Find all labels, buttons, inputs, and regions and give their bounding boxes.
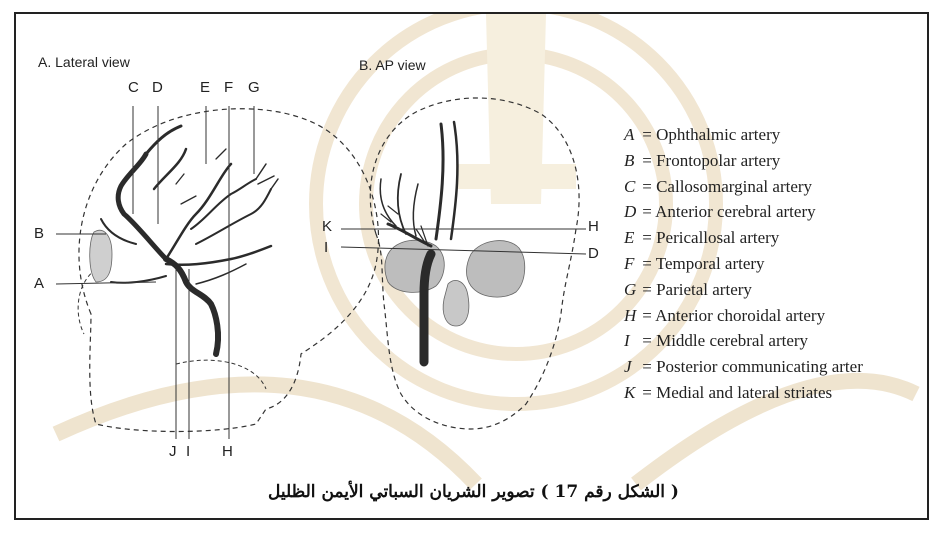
ap-internal-carotid-artery (424, 254, 431, 362)
legend-key: J (624, 354, 638, 380)
legend-text: = Parietal artery (642, 280, 752, 299)
legend-item: B = Frontopolar artery (624, 148, 863, 174)
legend-text: = Temporal artery (642, 254, 764, 273)
nasal-cavity (443, 280, 469, 326)
legend-key: H (624, 303, 638, 329)
legend-text: = Anterior cerebral artery (642, 202, 815, 221)
legend-text: = Posterior communicating arter (642, 357, 863, 376)
legend-key: K (624, 380, 638, 406)
legend-text: = Callosomarginal artery (642, 177, 812, 196)
ap-label-i: I (324, 240, 328, 255)
legend-key: C (624, 174, 638, 200)
legend-text: = Middle cerebral artery (642, 331, 808, 350)
legend-item: J = Posterior communicating arter (624, 354, 863, 380)
figure-frame: A. Lateral view B. AP view (14, 12, 929, 520)
legend-item: K = Medial and lateral striates (624, 380, 863, 406)
legend-text: = Anterior choroidal artery (642, 306, 825, 325)
legend-text: = Frontopolar artery (642, 151, 780, 170)
artery-legend: A = Ophthalmic artery B = Frontopolar ar… (624, 122, 863, 406)
legend-item: A = Ophthalmic artery (624, 122, 863, 148)
legend-text: = Pericallosal artery (642, 228, 779, 247)
legend-key: F (624, 251, 638, 277)
legend-item: C = Callosomarginal artery (624, 174, 863, 200)
ap-label-h: H (588, 219, 599, 234)
legend-text: = Ophthalmic artery (642, 125, 780, 144)
legend-key: B (624, 148, 638, 174)
legend-item: I = Middle cerebral artery (624, 328, 863, 354)
figure-caption: ( الشكل رقم 17 ) تصوير الشريان السباتي ا… (16, 482, 929, 502)
legend-key: D (624, 199, 638, 225)
legend-item: D = Anterior cerebral artery (624, 199, 863, 225)
right-orbit (385, 240, 444, 292)
legend-item: E = Pericallosal artery (624, 225, 863, 251)
ap-label-d: D (588, 246, 599, 261)
legend-item: F = Temporal artery (624, 251, 863, 277)
legend-text: = Medial and lateral striates (642, 383, 832, 402)
ap-anterior-cerebral-artery (436, 124, 443, 239)
legend-key: A (624, 122, 638, 148)
legend-item: H = Anterior choroidal artery (624, 303, 863, 329)
legend-key: E (624, 225, 638, 251)
legend-item: G = Parietal artery (624, 277, 863, 303)
legend-key: G (624, 277, 638, 303)
left-orbit (466, 241, 524, 298)
ap-label-k: K (322, 219, 332, 234)
legend-key: I (624, 328, 638, 354)
